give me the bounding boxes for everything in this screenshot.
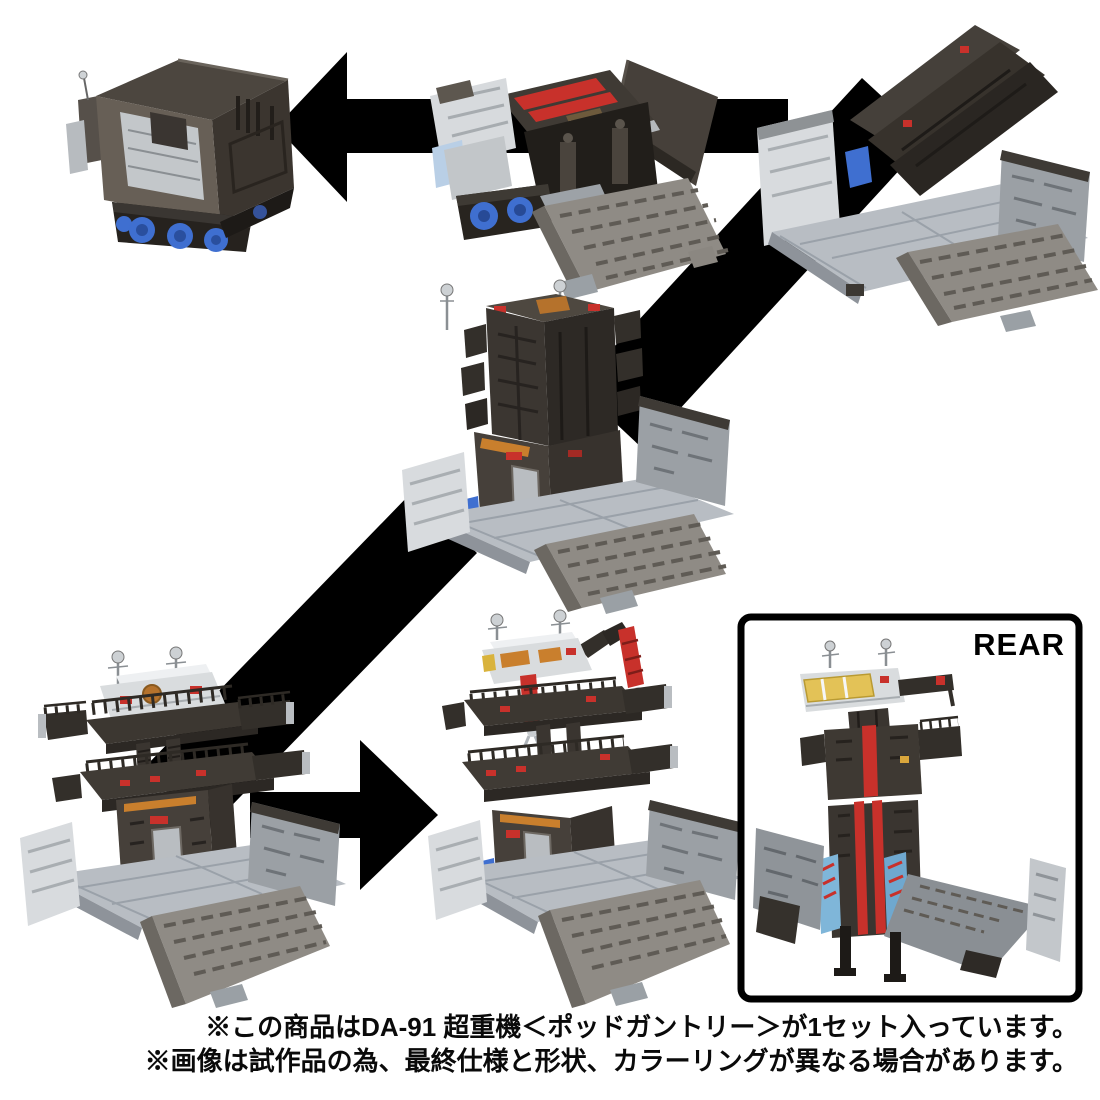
footnotes: ※この商品はDA-91 超重機＜ポッドガントリー＞が1セット入っています。 ※画… <box>145 1011 1078 1079</box>
step-container-mode <box>66 58 294 252</box>
arrow-right-icon <box>250 740 438 890</box>
step-gantry-complete <box>428 609 742 1008</box>
rear-view-label: REAR <box>973 627 1065 662</box>
footnote-line-2: ※画像は試作品の為、最終仕様と形状、カラーリングが異なる場合があります。 <box>144 1045 1078 1076</box>
step-gantry-extended <box>20 646 346 1008</box>
step-rear-view <box>753 638 1066 982</box>
step-lid-opening <box>430 59 729 300</box>
step-tower-raised <box>402 279 734 614</box>
diagonal-band-top-icon <box>577 78 928 449</box>
footnote-line-1: ※この商品はDA-91 超重機＜ポッドガントリー＞が1セット入っています。 <box>205 1012 1078 1042</box>
step-unfolded-flat <box>757 25 1098 332</box>
